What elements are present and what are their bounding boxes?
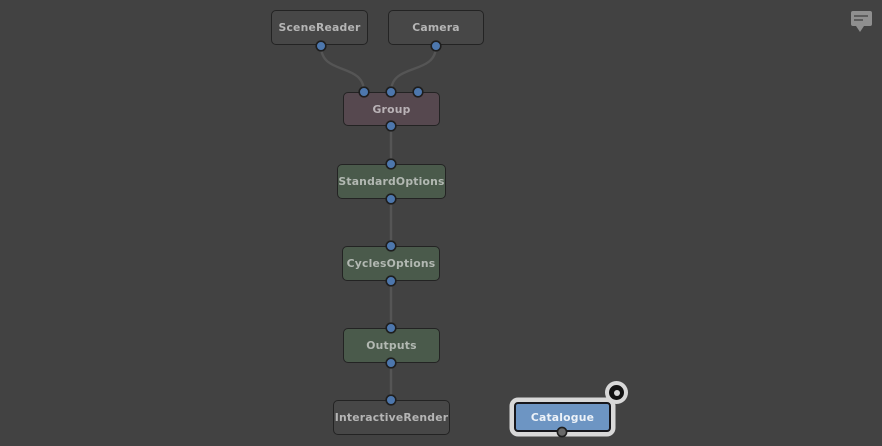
focus-ring-dot: [613, 389, 620, 396]
node-label: StandardOptions: [338, 175, 445, 188]
focus-node-indicator[interactable]: [605, 381, 628, 404]
port-outputs-in[interactable]: [385, 322, 397, 334]
port-camera-out[interactable]: [430, 40, 442, 52]
port-outputs-out[interactable]: [385, 357, 397, 369]
port-standardoptions-in[interactable]: [385, 158, 397, 170]
node-label: Outputs: [366, 339, 417, 352]
node-standardoptions[interactable]: StandardOptions: [337, 164, 446, 199]
port-cyclesoptions-in[interactable]: [385, 240, 397, 252]
node-label: Group: [372, 102, 411, 116]
port-scenereader-out[interactable]: [315, 40, 327, 52]
port-cyclesoptions-out[interactable]: [385, 275, 397, 287]
annotations-toggle[interactable]: [851, 11, 872, 32]
speech-bubble-tail: [856, 26, 864, 32]
node-outputs[interactable]: Outputs: [343, 328, 440, 363]
node-label: Camera: [412, 21, 460, 34]
bubble-text-line: [854, 19, 863, 21]
connection-camera-out-to-group-in1[interactable]: [389, 44, 438, 94]
node-label: SceneReader: [278, 21, 361, 34]
node-label: InteractiveRender: [334, 411, 449, 424]
port-standardoptions-out[interactable]: [385, 193, 397, 205]
connection-scenereader-out-to-group-in0[interactable]: [319, 44, 366, 94]
node-label: CyclesOptions: [346, 257, 436, 270]
port-group-in1[interactable]: [385, 86, 397, 98]
node-camera[interactable]: Camera: [388, 10, 484, 45]
port-group-in2[interactable]: [412, 86, 424, 98]
focus-ring-icon: [609, 385, 624, 400]
node-label: Catalogue: [530, 410, 595, 424]
port-group-out[interactable]: [385, 120, 397, 132]
port-catalogue-out[interactable]: [556, 426, 568, 438]
bubble-text-line: [854, 15, 868, 17]
port-interactiverender-in[interactable]: [385, 394, 397, 406]
node-interactiverender[interactable]: InteractiveRender: [333, 400, 450, 435]
node-cyclesoptions[interactable]: CyclesOptions: [342, 246, 440, 281]
port-group-in0[interactable]: [358, 86, 370, 98]
speech-bubble-icon: [851, 11, 872, 26]
